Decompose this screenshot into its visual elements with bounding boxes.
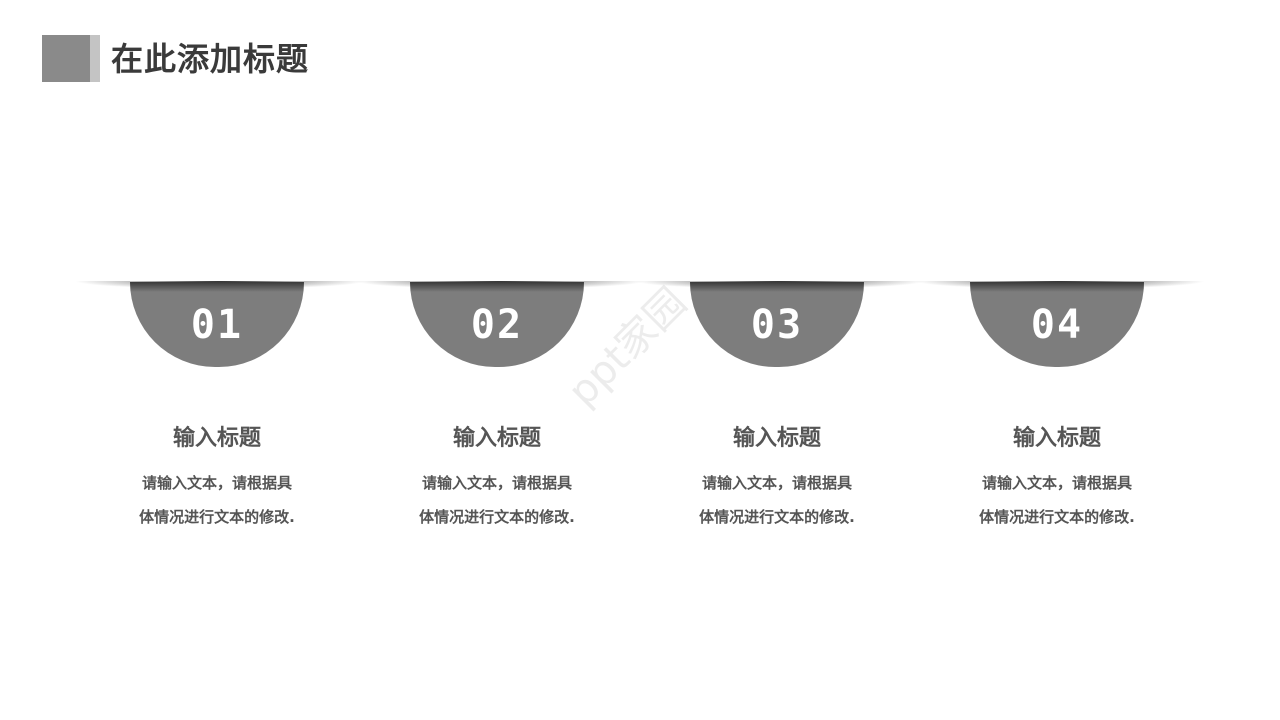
title-decoration-accent xyxy=(90,35,100,82)
description-line-1: 请输入文本，请根据具 xyxy=(701,474,852,492)
step-item-3: 03 输入标题 请输入文本，请根据具 体情况进行文本的修改. xyxy=(635,270,935,550)
number-badge: 02 xyxy=(410,282,584,367)
description-line-2: 体情况进行文本的修改. xyxy=(419,508,575,526)
description-line-1: 请输入文本，请根据具 xyxy=(981,474,1132,492)
step-title: 输入标题 xyxy=(172,426,261,451)
step-title: 输入标题 xyxy=(452,426,541,451)
description-line-1: 请输入文本，请根据具 xyxy=(421,474,572,492)
step-description: 请输入文本，请根据具 体情况进行文本的修改. xyxy=(117,466,317,534)
description-line-2: 体情况进行文本的修改. xyxy=(139,508,295,526)
step-item-4: 04 输入标题 请输入文本，请根据具 体情况进行文本的修改. xyxy=(915,270,1215,550)
step-number: 02 xyxy=(470,302,524,348)
number-badge: 01 xyxy=(130,282,304,367)
description-line-2: 体情况进行文本的修改. xyxy=(979,508,1135,526)
step-description: 请输入文本，请根据具 体情况进行文本的修改. xyxy=(677,466,877,534)
step-description: 请输入文本，请根据具 体情况进行文本的修改. xyxy=(957,466,1157,534)
step-item-1: 01 输入标题 请输入文本，请根据具 体情况进行文本的修改. xyxy=(75,270,375,550)
title-decoration-block xyxy=(42,35,90,82)
step-description: 请输入文本，请根据具 体情况进行文本的修改. xyxy=(397,466,597,534)
step-title: 输入标题 xyxy=(732,426,821,451)
step-number: 01 xyxy=(190,302,244,348)
number-badge: 03 xyxy=(690,282,864,367)
description-line-1: 请输入文本，请根据具 xyxy=(141,474,292,492)
number-badge: 04 xyxy=(970,282,1144,367)
description-line-2: 体情况进行文本的修改. xyxy=(699,508,855,526)
step-number: 03 xyxy=(750,302,804,348)
page-title: 在此添加标题 xyxy=(111,40,310,78)
step-title: 输入标题 xyxy=(1012,426,1101,451)
step-number: 04 xyxy=(1030,302,1084,348)
step-item-2: 02 输入标题 请输入文本，请根据具 体情况进行文本的修改. xyxy=(355,270,655,550)
